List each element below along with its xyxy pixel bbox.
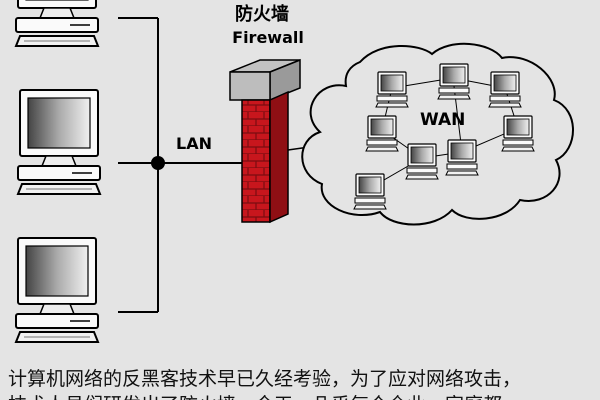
firewall-title-en: Firewall xyxy=(232,28,304,47)
caption-line-1: 计算机网络的反黑客技术早已久经考验，为了应对网络攻击， xyxy=(8,368,522,390)
wan-label: WAN xyxy=(420,110,465,130)
lan-computer-1 xyxy=(15,0,99,47)
lan-computer-3 xyxy=(15,237,99,343)
lan-computer-2 xyxy=(17,89,101,195)
lan-bus xyxy=(118,17,243,313)
lan-label: LAN xyxy=(176,134,212,153)
firewall-title-cn: 防火墙 xyxy=(235,3,289,25)
caption-line-2: 技术人员们研发出了防火墙，今天，几乎每个企业、家庭都 xyxy=(8,392,598,400)
firewall-wall xyxy=(229,58,301,224)
lan-junction-node xyxy=(151,156,165,170)
